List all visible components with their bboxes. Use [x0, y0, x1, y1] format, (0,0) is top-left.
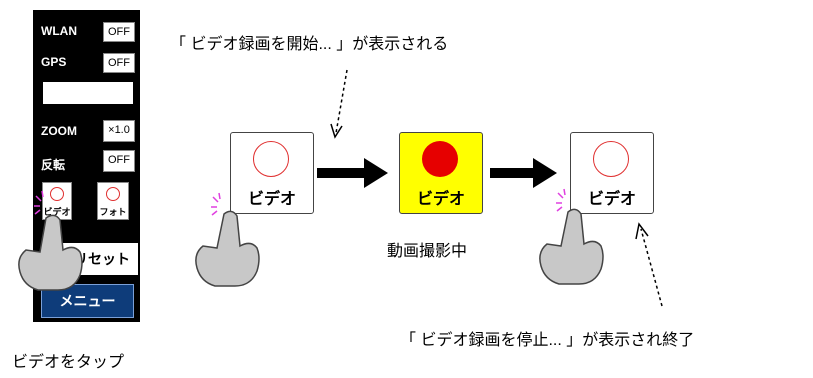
right-arrow-icon	[317, 158, 388, 188]
video-button[interactable]: ビデオ	[42, 182, 72, 220]
record-circle-icon	[253, 141, 289, 177]
gps-label: GPS	[41, 55, 67, 69]
dashed-pointer-icon	[635, 222, 663, 307]
video-button-recording: ビデオ	[399, 132, 483, 214]
tap-caption: ビデオをタップ	[12, 354, 125, 371]
tap-sparkle-icon	[34, 190, 44, 215]
video-button-idle: ビデオ	[230, 132, 314, 214]
video-stopped-label: ビデオ	[587, 191, 636, 208]
video-button-stopped: ビデオ	[570, 132, 654, 214]
video-recording-label: ビデオ	[416, 191, 465, 208]
right-arrow-icon	[490, 158, 557, 188]
tap-sparkle-icon	[211, 192, 221, 216]
record-circle-icon	[593, 141, 629, 177]
recording-dot-icon	[422, 141, 458, 177]
wlan-label: WLAN	[41, 24, 77, 38]
shutter-circle-icon	[106, 187, 120, 201]
tapping-hand-icon	[539, 208, 604, 285]
tapping-hand-icon	[195, 210, 260, 287]
record-circle-icon	[50, 187, 64, 201]
gps-toggle-button[interactable]: OFF	[103, 53, 135, 73]
video-button-label: ビデオ	[43, 207, 71, 217]
zoom-label: ZOOM	[41, 124, 77, 138]
flip-toggle-button[interactable]: OFF	[103, 150, 135, 172]
flip-label: 反転	[41, 158, 66, 172]
status-text-field	[43, 82, 133, 104]
photo-button-label: フォト	[99, 207, 127, 217]
tapping-hand-icon	[18, 214, 83, 291]
wlan-toggle-button[interactable]: OFF	[103, 22, 135, 42]
start-caption: 「 ビデオ録画を開始... 」が表示される	[170, 36, 449, 53]
tap-sparkle-icon	[556, 188, 566, 212]
video-idle-label: ビデオ	[247, 191, 296, 208]
stop-caption: 「 ビデオ録画を停止... 」が表示され終了	[400, 332, 695, 349]
recording-caption: 動画撮影中	[387, 243, 468, 260]
dashed-pointer-icon	[330, 69, 348, 139]
zoom-button[interactable]: ×1.0	[103, 120, 135, 142]
photo-button[interactable]: フォト	[97, 182, 129, 220]
